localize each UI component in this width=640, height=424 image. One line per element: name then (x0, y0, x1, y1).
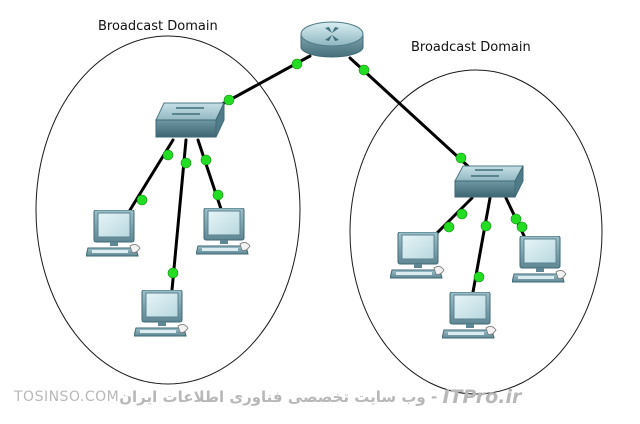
port-dot (473, 271, 485, 283)
port-dot (358, 64, 370, 76)
pc-icon[interactable] (196, 208, 251, 255)
switch-icon[interactable] (454, 165, 524, 198)
port-dot (456, 208, 468, 220)
port-dot (162, 149, 174, 161)
broadcast-domain-left (35, 35, 301, 385)
port-dot (212, 189, 224, 201)
port-dot (480, 220, 492, 232)
switch-icon[interactable] (155, 102, 225, 138)
port-dot (291, 58, 303, 70)
watermark-footer: TOSINSO.COMوب سایت تخصصی فناوری اطلاعات … (14, 386, 634, 412)
port-dot (443, 221, 455, 233)
pc-icon[interactable] (134, 290, 189, 337)
port-dot (510, 213, 522, 225)
pc-icon[interactable] (512, 236, 567, 283)
footer-site: TOSINSO.COM (14, 389, 120, 405)
broadcast-domain-label-right: Broadcast Domain (411, 40, 531, 55)
link-router-right-switch (348, 56, 472, 170)
pc-icon[interactable] (442, 292, 497, 339)
broadcast-domain-right (349, 69, 603, 395)
port-dot (180, 157, 192, 169)
port-dot (455, 152, 467, 164)
footer-tagline: وب سایت تخصصی فناوری اطلاعات ایران (119, 388, 426, 406)
router-icon[interactable] (300, 21, 364, 58)
footer-brand: ITPro.ir (442, 386, 522, 408)
pc-icon[interactable] (390, 232, 445, 279)
link-right-switch-pc1 (430, 196, 474, 240)
port-dot (167, 267, 179, 279)
port-dot (200, 154, 212, 166)
port-dot (223, 94, 235, 106)
pc-icon[interactable] (86, 210, 141, 257)
port-dot (136, 194, 148, 206)
broadcast-domain-label-left: Broadcast Domain (98, 19, 218, 34)
footer-separator: - (425, 388, 443, 406)
port-dot (516, 221, 528, 233)
link-left-switch-pc3 (196, 138, 224, 214)
port-indicators (136, 58, 528, 283)
